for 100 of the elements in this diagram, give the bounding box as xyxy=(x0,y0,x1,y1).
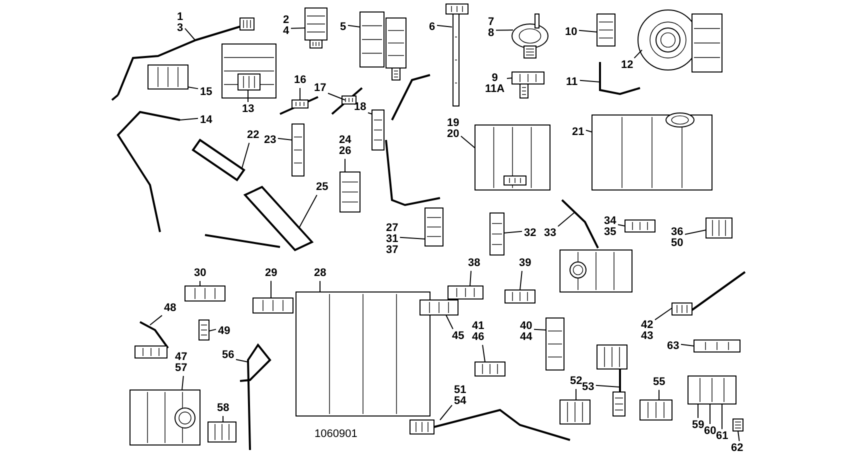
callout-number: 9 xyxy=(490,73,499,84)
sensor-drawing xyxy=(184,286,226,302)
sensor-drawing xyxy=(198,320,210,340)
leader-line xyxy=(495,30,514,31)
speed-sensor-drawing xyxy=(340,172,360,212)
leader-line xyxy=(446,314,454,330)
callout-number: 1 xyxy=(177,12,184,23)
expansion-tank-drawing xyxy=(592,112,712,190)
callout-number: 25 xyxy=(316,182,328,193)
leader-line xyxy=(558,212,576,227)
leader-line xyxy=(520,270,522,290)
callout-number: 61 xyxy=(716,431,728,442)
callout-number: 8 xyxy=(488,28,494,39)
callout-number: 18 xyxy=(354,102,366,113)
callout-number: 50 xyxy=(671,238,684,249)
callout-number: 33 xyxy=(544,228,556,239)
callout-number: 32 xyxy=(524,228,536,239)
leader-line xyxy=(368,112,372,114)
callout-number: 56 xyxy=(222,350,234,361)
callout-number: 42 xyxy=(641,320,654,331)
drawing-number: 1060901 xyxy=(314,428,358,440)
bracket-drawing xyxy=(222,44,276,98)
leader-line xyxy=(534,328,546,330)
callout-number: 20 xyxy=(447,129,460,140)
sensor-drawing xyxy=(192,138,246,182)
cable-sensor-drawing xyxy=(240,343,272,450)
leader-line xyxy=(399,236,426,240)
callout-number: 11 xyxy=(566,77,578,88)
leader-line xyxy=(618,224,626,226)
leader-line xyxy=(328,92,346,100)
leader-line xyxy=(184,28,196,40)
leader-line xyxy=(150,314,162,326)
leader-line xyxy=(634,50,642,59)
callout-number: 3 xyxy=(177,23,184,34)
leader-line xyxy=(188,86,199,90)
callout-number: 10 xyxy=(565,27,578,38)
sensor-drawing xyxy=(490,212,504,256)
leader-line xyxy=(460,136,476,148)
sensor-drawing xyxy=(208,422,236,442)
sensor-drawing xyxy=(424,208,444,246)
sensor-drawing xyxy=(292,124,304,176)
callout-number: 43 xyxy=(641,331,654,342)
switch-knob-drawing xyxy=(732,418,744,432)
leader-line xyxy=(222,415,224,422)
callout-number: 62 xyxy=(731,443,744,453)
callout-number: 54 xyxy=(454,396,466,407)
callout-number: 6 xyxy=(429,22,436,33)
leader-line xyxy=(440,404,452,420)
glow-plug-drawing xyxy=(280,96,318,115)
callout-number: 63 xyxy=(667,341,680,352)
leader-line xyxy=(578,30,598,32)
leader-line xyxy=(482,344,486,362)
pipe-sensor-drawing xyxy=(116,110,180,232)
leader-line xyxy=(436,24,452,28)
cable-sensor-drawing xyxy=(561,199,599,248)
sensor-drawing xyxy=(694,340,740,352)
callout-number: 40 xyxy=(520,321,532,332)
callout-number: 27 xyxy=(386,223,398,234)
control-unit-drawing xyxy=(474,124,550,190)
leader-line xyxy=(658,389,660,400)
callout-number: 60 xyxy=(704,426,716,437)
leader-line xyxy=(347,24,360,28)
pressure-switch-drawing xyxy=(512,14,548,58)
callout-number: 35 xyxy=(604,227,616,238)
leader-line xyxy=(208,328,216,332)
callout-number: 57 xyxy=(175,363,188,374)
leader-line xyxy=(680,344,694,346)
leader-line xyxy=(290,28,306,29)
callout-number: 15 xyxy=(200,87,212,98)
callout-number: 5 xyxy=(340,22,346,33)
callout-number: 51 xyxy=(454,385,466,396)
callout-number: 14 xyxy=(200,115,212,126)
motor-drawing xyxy=(130,390,200,446)
callout-number: 11A xyxy=(485,84,505,95)
cable-sensor-drawing xyxy=(672,271,746,316)
leader-line xyxy=(585,130,592,132)
cable-sensor-drawing xyxy=(372,74,440,206)
leader-line xyxy=(277,138,292,140)
callout-number: 17 xyxy=(314,83,326,94)
fuel-filter-drawing xyxy=(360,12,406,80)
callout-number: 29 xyxy=(265,268,278,279)
callout-number: 45 xyxy=(452,331,464,342)
leader-line xyxy=(182,375,184,390)
callout-number: 48 xyxy=(164,303,176,314)
callout-number: 2 xyxy=(283,15,290,26)
leader-line xyxy=(236,358,248,362)
callout-number: 28 xyxy=(314,268,326,279)
leader-line xyxy=(470,270,472,286)
leader-line xyxy=(242,142,250,168)
callout-number: 58 xyxy=(217,403,230,414)
pressure-sensor-drawing xyxy=(304,8,328,48)
callout-number: 36 xyxy=(671,227,684,238)
leader-line xyxy=(506,78,512,79)
sensor-drawing xyxy=(624,220,656,232)
callout-number: 46 xyxy=(472,332,484,343)
sensor-drawing xyxy=(504,290,536,304)
leader-line xyxy=(579,80,600,82)
leader-line xyxy=(654,308,672,320)
callout-number: 52 xyxy=(570,376,582,387)
reservoir-drawing xyxy=(296,292,430,416)
